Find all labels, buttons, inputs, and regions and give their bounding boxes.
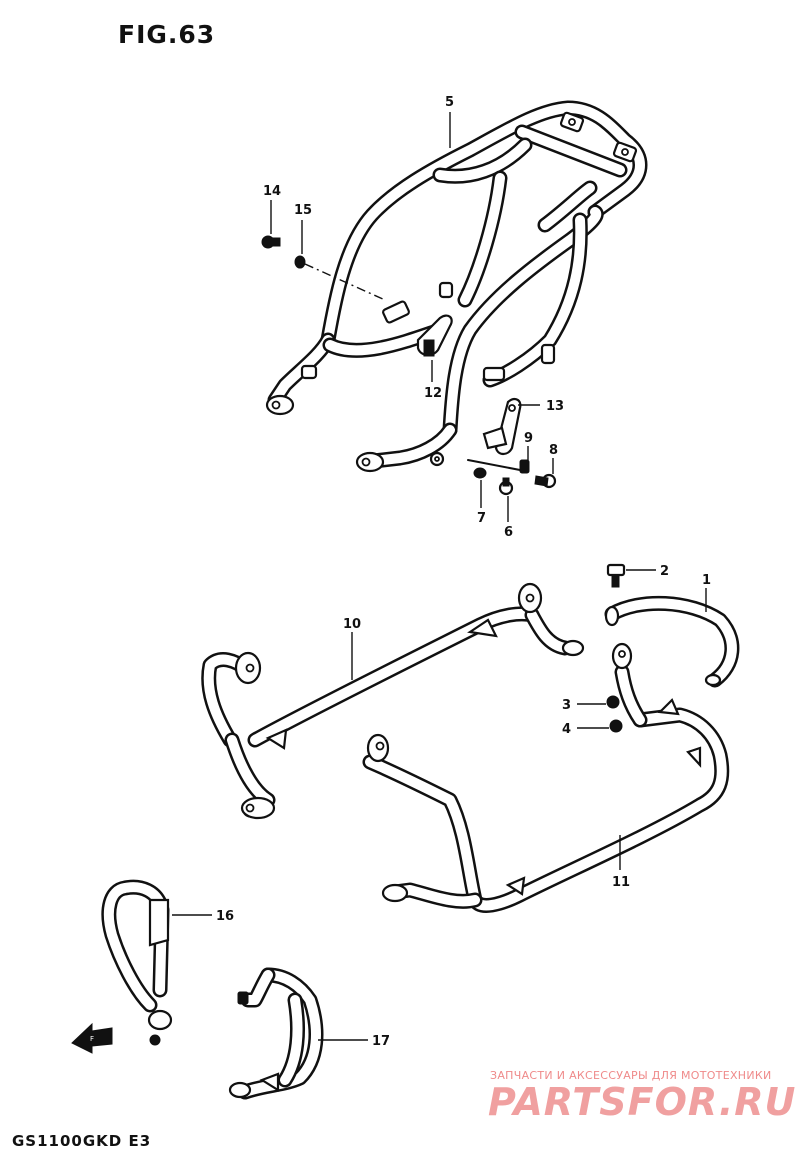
bolt-14 (261, 235, 281, 249)
callout-1: 1 (702, 573, 711, 588)
fasteners-6-9 (467, 459, 557, 496)
nut-4 (609, 719, 623, 733)
nut-3 (606, 695, 620, 709)
callout-11: 11 (612, 875, 630, 890)
engine-guard-10 (201, 582, 585, 820)
callout-6: 6 (504, 525, 513, 540)
callout-15: 15 (294, 203, 312, 218)
callout-14: 14 (263, 184, 281, 199)
callout-9: 9 (524, 431, 533, 446)
side-bar-16 (101, 879, 173, 1046)
watermark-tagline: ЗАПЧАСТИ И АКСЕССУАРЫ ДЛЯ МОТОТЕХНИКИ (490, 1069, 772, 1082)
front-direction-arrow-icon: F (71, 1022, 113, 1054)
callout-5: 5 (445, 95, 454, 110)
model-code: GS1100GKD E3 (12, 1132, 152, 1150)
callout-3: 3 (562, 698, 571, 713)
bolt-2 (606, 563, 626, 588)
fig-title: FIG.63 (118, 20, 216, 49)
bracket-12 (416, 314, 453, 357)
callout-8: 8 (549, 443, 558, 458)
callout-labels: 5 14 15 12 13 9 8 7 6 2 1 10 3 4 11 16 1… (216, 95, 711, 1049)
callout-2: 2 (660, 564, 669, 579)
leader-lines (172, 112, 707, 1041)
callout-10: 10 (343, 617, 361, 632)
callout-13: 13 (546, 399, 564, 414)
guard-bar-1 (604, 595, 740, 688)
rear-carrier-frame (265, 100, 648, 473)
engine-guard-11 (362, 642, 730, 913)
callout-12: 12 (424, 386, 442, 401)
callout-4: 4 (562, 722, 571, 737)
washer-15 (294, 255, 306, 269)
callout-16: 16 (216, 909, 234, 924)
svg-text:F: F (90, 1035, 94, 1043)
watermark-logo: PARTSFOR.RU (488, 1080, 797, 1124)
bracket-13 (482, 398, 522, 456)
side-bar-17 (228, 967, 324, 1100)
callout-7: 7 (477, 511, 486, 526)
callout-17: 17 (372, 1034, 390, 1049)
